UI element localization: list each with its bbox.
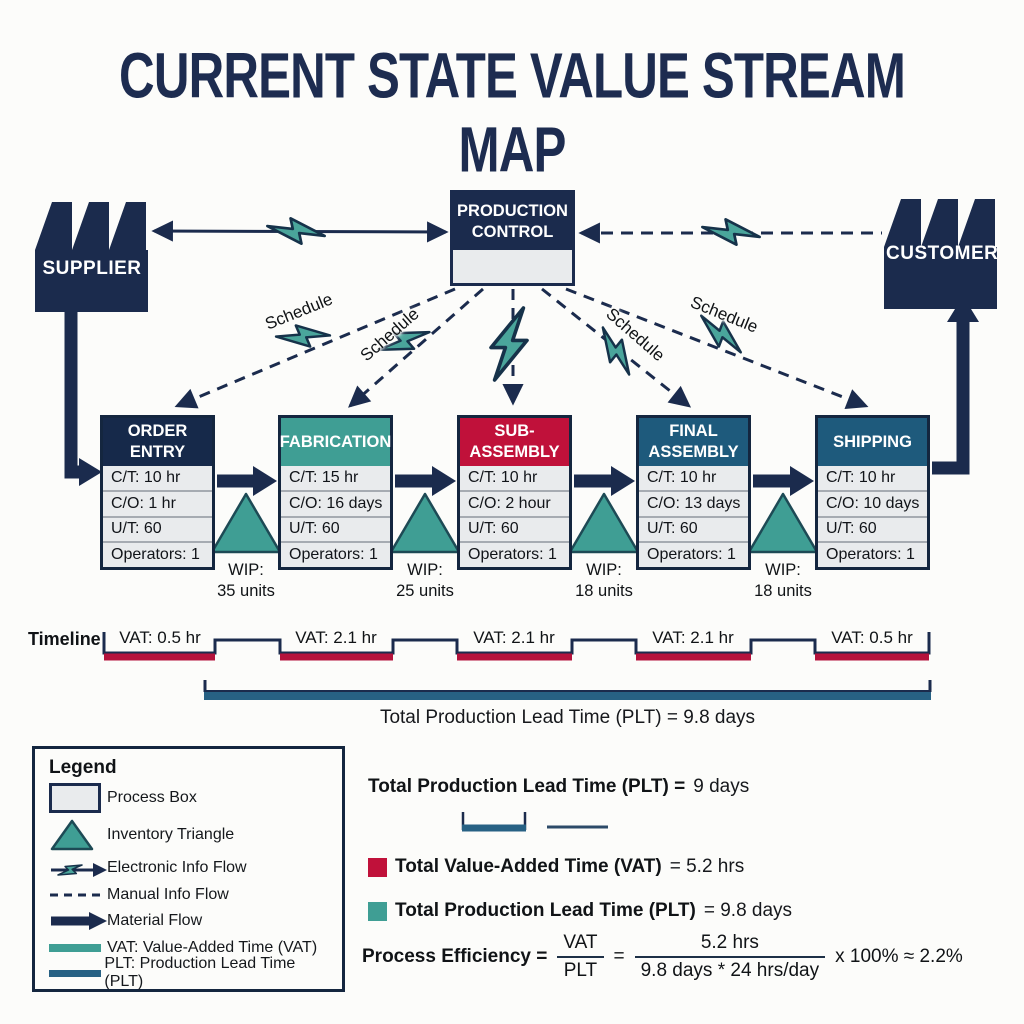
process-title: ORDER ENTRY bbox=[103, 418, 212, 466]
stat-co: C/O: 13 days bbox=[639, 492, 748, 518]
lightning-bolt-icon bbox=[265, 210, 327, 252]
inventory-triangle bbox=[210, 492, 282, 554]
process-box-shipping: SHIPPING C/T: 10 hr C/O: 10 days U/T: 60… bbox=[815, 415, 930, 570]
plt-swatch-icon bbox=[368, 901, 387, 921]
stat-ut: U/T: 60 bbox=[818, 518, 927, 544]
supplier-factory-icon bbox=[35, 202, 148, 312]
info-flow-customer-arrow bbox=[578, 211, 882, 253]
summary-vat-line: Total Value-Added Time (VAT) = 5.2 hrs bbox=[368, 856, 744, 878]
stat-co: C/O: 1 hr bbox=[103, 492, 212, 518]
plt-line-icon bbox=[49, 969, 101, 977]
lightning-bolt-icon bbox=[700, 211, 762, 253]
material-flow-arrows bbox=[64, 296, 979, 496]
wip-label: WIP:18 units bbox=[575, 561, 633, 601]
process-title: SUB-ASSEMBLY bbox=[460, 418, 569, 466]
fraction-vat-plt: VAT PLT bbox=[557, 932, 604, 982]
wip-label: WIP:35 units bbox=[217, 561, 275, 601]
material-flow-icon bbox=[51, 912, 107, 930]
electronic-info-flow-supplier-arrow bbox=[151, 210, 449, 252]
wip-label: WIP:25 units bbox=[396, 561, 454, 601]
stat-co: C/O: 16 days bbox=[281, 492, 390, 518]
legend-item-vat: VAT: Value-Added Time (VAT) bbox=[49, 935, 328, 961]
process-box-fabrication: FABRICATION C/T: 15 hr C/O: 16 days U/T:… bbox=[278, 415, 393, 570]
legend-item-process-box: Process Box bbox=[49, 779, 328, 817]
wip-label: WIP:18 units bbox=[754, 561, 812, 601]
process-box-order-entry: ORDER ENTRY C/T: 10 hr C/O: 1 hr U/T: 60… bbox=[100, 415, 215, 570]
process-box-sub-assembly: SUB-ASSEMBLY C/T: 10 hr C/O: 2 hour U/T:… bbox=[457, 415, 572, 570]
plt-bracket bbox=[203, 680, 932, 700]
schedule-arrows bbox=[174, 287, 869, 409]
process-title: FABRICATION bbox=[280, 418, 391, 466]
summary-bracket-icon bbox=[461, 812, 527, 832]
inventory-triangle bbox=[568, 492, 640, 554]
process-efficiency-formula: Process Efficiency = VAT PLT = 5.2 hrs 9… bbox=[362, 932, 963, 982]
inventory-triangle-icon bbox=[50, 819, 94, 851]
inventory-triangle bbox=[747, 492, 819, 554]
stat-operators: Operators: 1 bbox=[111, 546, 200, 564]
vat-segment-label: VAT: 2.1 hr bbox=[473, 628, 555, 647]
process-title: SHIPPING bbox=[818, 418, 927, 466]
stat-ut: U/T: 60 bbox=[639, 518, 748, 544]
stat-co: C/O: 2 hour bbox=[460, 492, 569, 518]
stat-co: C/O: 10 days bbox=[818, 492, 927, 518]
vat-swatch-icon bbox=[368, 857, 387, 877]
manual-info-flow-icon bbox=[50, 893, 106, 897]
process-title: FINAL ASSEMBLY bbox=[639, 418, 748, 466]
stat-ut: U/T: 60 bbox=[103, 518, 212, 544]
legend-item-plt: PLT: Production Lead Time (PLT) bbox=[49, 955, 328, 990]
stat-ct: C/T: 10 hr bbox=[639, 466, 748, 492]
stat-ut: U/T: 60 bbox=[460, 518, 569, 544]
stat-ct: C/T: 10 hr bbox=[460, 466, 569, 492]
summary-plt2-line: Total Production Lead Time (PLT) = 9.8 d… bbox=[368, 900, 792, 922]
legend-item-material-flow: Material Flow bbox=[49, 907, 328, 935]
stat-ct: C/T: 10 hr bbox=[103, 466, 212, 492]
vat-line-icon bbox=[49, 944, 101, 952]
legend-item-manual-info-flow: Manual Info Flow bbox=[49, 883, 328, 907]
page-title: CURRENT STATE VALUE STREAM MAP bbox=[119, 40, 906, 186]
legend-box: Legend Process Box Inventory Triangle El… bbox=[32, 746, 345, 992]
timeline-line bbox=[102, 632, 931, 661]
vat-segment-label: VAT: 2.1 hr bbox=[295, 628, 377, 647]
customer-label: CUSTOMER bbox=[886, 243, 999, 264]
legend-item-inventory-triangle: Inventory Triangle bbox=[49, 817, 328, 853]
summary-plt-line: Total Production Lead Time (PLT) = 9 day… bbox=[368, 776, 750, 797]
lightning-bolt-icon bbox=[489, 306, 529, 382]
vat-segment-label: VAT: 2.1 hr bbox=[652, 628, 734, 647]
supplier-label: SUPPLIER bbox=[42, 258, 142, 279]
plt-total-label: Total Production Lead Time (PLT) = 9.8 d… bbox=[379, 707, 756, 728]
electronic-info-flow-icon bbox=[51, 863, 107, 877]
timeline-label: Timeline bbox=[28, 629, 101, 649]
process-box-icon bbox=[49, 783, 101, 813]
vat-segment-label: VAT: 0.5 hr bbox=[119, 628, 201, 647]
stat-operators: Operators: 1 bbox=[647, 546, 736, 564]
stat-ct: C/T: 10 hr bbox=[818, 466, 927, 492]
inventory-triangle bbox=[389, 492, 461, 554]
stat-operators: Operators: 1 bbox=[826, 546, 915, 564]
production-control-box: PRODUCTION CONTROL bbox=[450, 190, 575, 286]
stat-operators: Operators: 1 bbox=[468, 546, 557, 564]
fraction-values: 5.2 hrs 9.8 days * 24 hrs/day bbox=[634, 932, 826, 982]
stat-ct: C/T: 15 hr bbox=[281, 466, 390, 492]
legend-item-electronic-info-flow: Electronic Info Flow bbox=[49, 853, 328, 883]
vat-segment-label: VAT: 0.5 hr bbox=[831, 628, 913, 647]
process-box-final-assembly: FINAL ASSEMBLY C/T: 10 hr C/O: 13 days U… bbox=[636, 415, 751, 570]
stat-operators: Operators: 1 bbox=[289, 546, 378, 564]
stat-ut: U/T: 60 bbox=[281, 518, 390, 544]
inventory-triangles bbox=[210, 492, 819, 554]
production-control-label: PRODUCTION CONTROL bbox=[453, 193, 572, 250]
legend-title: Legend bbox=[49, 757, 117, 778]
